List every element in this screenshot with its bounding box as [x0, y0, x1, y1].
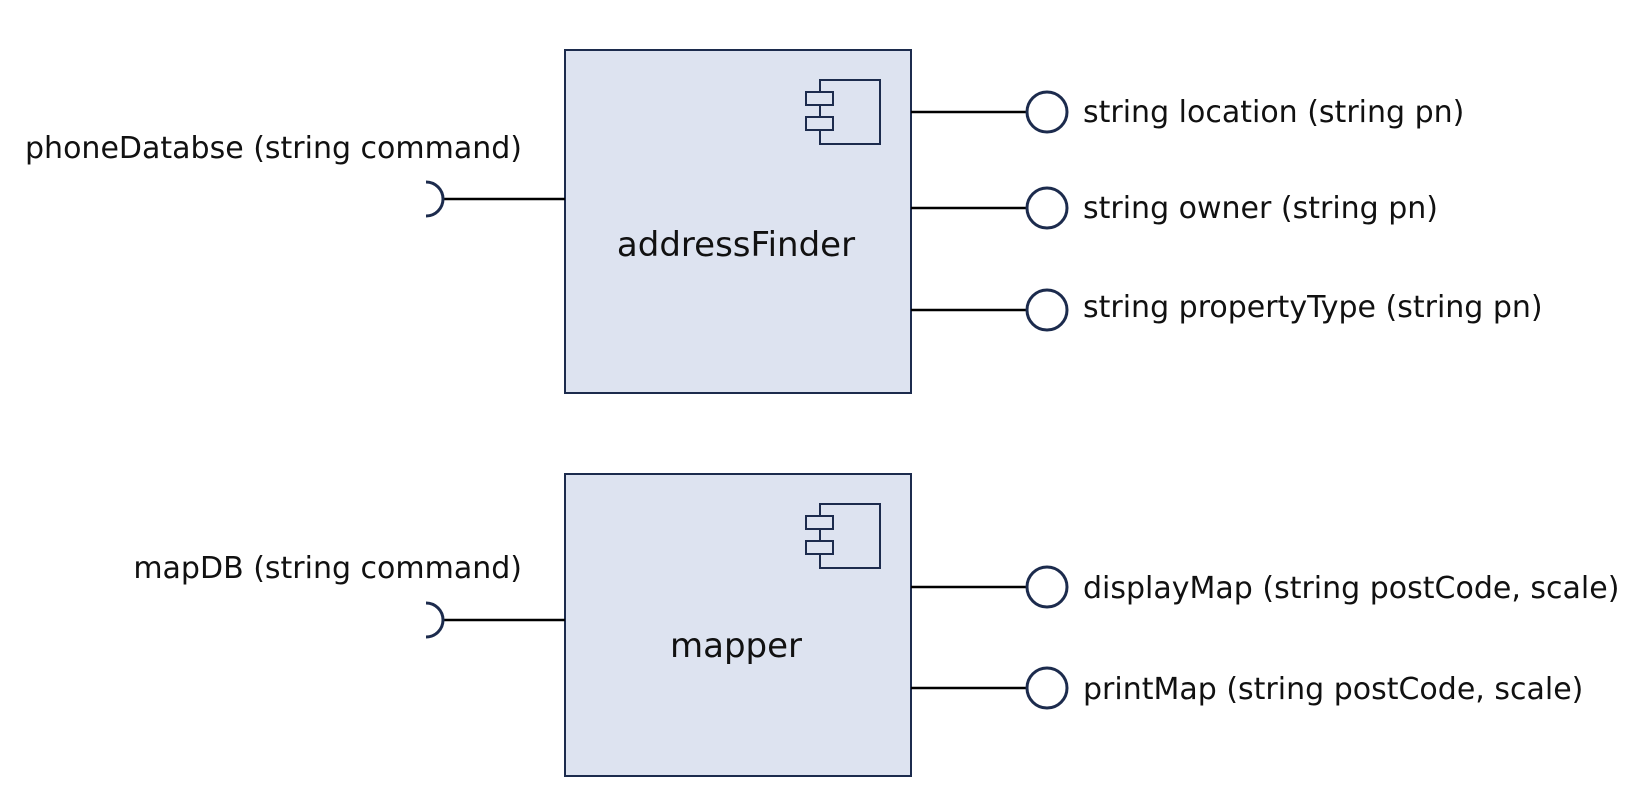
provided-interface: string propertyType (string pn) — [911, 288, 1543, 332]
lollipop-icon — [1025, 90, 1069, 134]
provided-interface: displayMap (string postCode, scale) — [911, 565, 1619, 609]
component-name: mapper — [670, 626, 802, 666]
provided-interface-label: string owner (string pn) — [1083, 191, 1438, 226]
lollipop-icon — [1025, 186, 1069, 230]
component-name: addressFinder — [617, 225, 855, 265]
component-address-finder: addressFinder phoneDatabse (string comma… — [25, 49, 1543, 394]
uml-component-icon — [805, 503, 881, 569]
provided-interface-label: displayMap (string postCode, scale) — [1083, 571, 1619, 606]
provided-interface-label: printMap (string postCode, scale) — [1083, 672, 1583, 707]
provided-interface: string owner (string pn) — [911, 186, 1438, 230]
required-interface-label: mapDB (string command) — [133, 551, 522, 586]
lollipop-icon — [1025, 288, 1069, 332]
required-interface: phoneDatabse (string command) — [25, 131, 565, 218]
lollipop-icon — [1025, 666, 1069, 710]
uml-component-icon — [805, 79, 881, 145]
lollipop-icon — [1025, 565, 1069, 609]
provided-interface: string location (string pn) — [911, 90, 1464, 134]
provided-interface: printMap (string postCode, scale) — [911, 666, 1583, 710]
component-mapper: mapper mapDB (string command) displayMap… — [133, 473, 1619, 777]
provided-interface-label: string location (string pn) — [1083, 95, 1464, 130]
required-interface: mapDB (string command) — [133, 551, 565, 639]
provided-interface-label: string propertyType (string pn) — [1083, 290, 1543, 325]
socket-icon — [425, 180, 445, 218]
required-interface-label: phoneDatabse (string command) — [25, 131, 522, 166]
socket-icon — [425, 601, 445, 639]
